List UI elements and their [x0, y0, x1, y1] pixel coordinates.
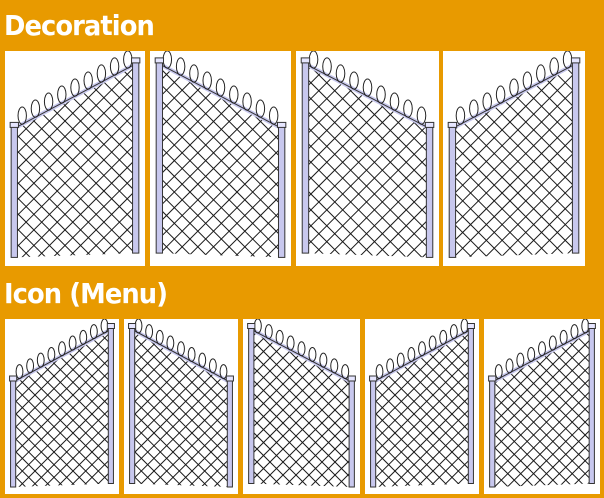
fence-rising-right-icon — [369, 319, 475, 488]
decoration-tile-4[interactable] — [443, 51, 585, 266]
icon-menu-tile-2[interactable] — [124, 319, 238, 494]
section-title-decoration: Decoration — [4, 9, 155, 42]
icon-menu-tile-3[interactable] — [243, 319, 360, 494]
decoration-tile-3[interactable] — [296, 51, 439, 266]
icon-menu-tile-4[interactable] — [365, 319, 479, 494]
fence-rising-right-tall-icon — [447, 51, 581, 258]
fence-rising-right-icon — [9, 319, 115, 488]
decoration-tile-1[interactable] — [5, 51, 145, 266]
section-title-icon-menu: Icon (Menu) — [4, 277, 168, 310]
fence-rising-right-icon — [9, 51, 141, 258]
fence-falling-right-icon — [154, 51, 287, 258]
fence-falling-right-icon — [128, 319, 234, 488]
fence-falling-right-tall-icon — [300, 51, 435, 258]
decoration-tile-2[interactable] — [150, 51, 291, 266]
fence-falling-right-icon — [247, 319, 356, 488]
icon-menu-tile-5[interactable] — [484, 319, 600, 494]
icon-menu-tile-1[interactable] — [5, 319, 119, 494]
fence-rising-right-icon — [488, 319, 596, 488]
